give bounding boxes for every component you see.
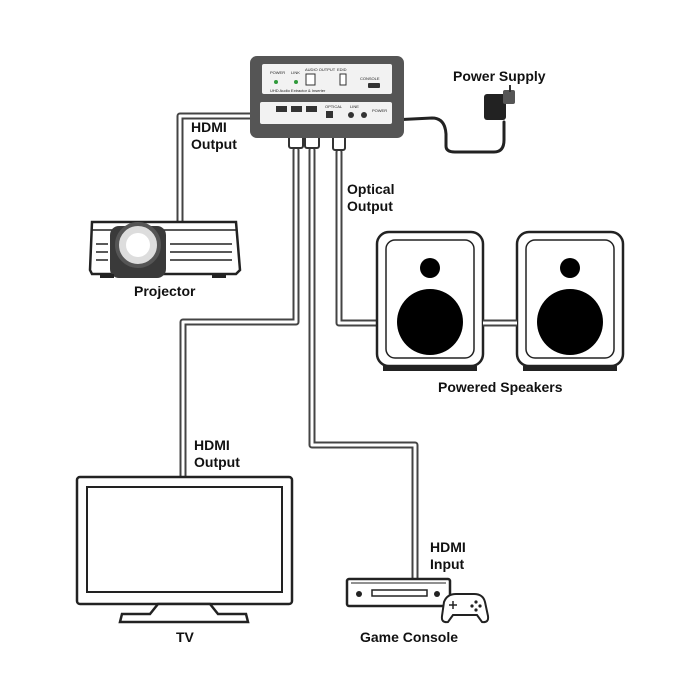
rear-label-optical: OPTICAL	[325, 104, 343, 109]
front-label-power: POWER	[270, 70, 285, 75]
label-power-supply: Power Supply	[453, 68, 546, 84]
woofer-icon	[397, 289, 463, 355]
hdmi-port-1	[276, 106, 287, 112]
console-power-button-icon	[356, 591, 362, 597]
tv-stand	[118, 602, 250, 624]
console-disc-slot	[371, 589, 428, 597]
label-hdmi-input-line2: Input	[430, 556, 465, 572]
cable-tv-hdmi	[179, 146, 300, 481]
cable-projector-hdmi	[176, 112, 266, 226]
rear-label-line: LINE	[350, 104, 359, 109]
label-hdmi-output-tv-line2: Output	[194, 454, 240, 470]
label-hdmi-output-projector-line2: Output	[191, 136, 237, 152]
label-hdmi-output-projector-line1: HDMI	[191, 119, 227, 135]
tv	[75, 475, 294, 624]
front-label-console: CONSOLE	[360, 76, 380, 81]
label-hdmi-input-line1: HDMI	[430, 539, 466, 555]
power-led-icon	[274, 80, 278, 84]
audio-output-switch	[305, 73, 316, 86]
tweeter-icon	[420, 258, 440, 278]
projector	[88, 220, 242, 278]
label-powered-speakers: Powered Speakers	[438, 379, 563, 395]
label-tv: TV	[176, 629, 195, 645]
cable-power	[390, 116, 506, 154]
optical-port	[326, 111, 333, 118]
label-projector: Projector	[134, 283, 196, 299]
gamepad-icon	[440, 593, 490, 624]
link-led-icon	[294, 80, 298, 84]
label-optical-output-line1: Optical	[347, 181, 394, 197]
audio-extractor-device: POWER LINK AUDIO OUTPUT EDID CONSOLE UHD…	[250, 56, 404, 138]
device-front-panel	[262, 64, 392, 94]
front-label-edid: EDID	[337, 67, 347, 72]
label-game-console: Game Console	[360, 629, 458, 645]
tv-screen	[86, 486, 283, 593]
power-supply-prongs	[503, 90, 515, 104]
front-label-link: LINK	[291, 70, 300, 75]
edid-switch	[339, 73, 347, 86]
rear-label-power: POWER	[372, 108, 387, 113]
line-jack-left	[348, 112, 354, 118]
power-supply-adapter	[484, 85, 515, 120]
game-console	[345, 577, 490, 624]
front-label-audio-output: AUDIO OUTPUT	[305, 67, 336, 72]
cables	[176, 112, 552, 582]
speaker-left	[375, 230, 485, 371]
hdmi-port-2	[291, 106, 302, 112]
label-optical-output-line2: Output	[347, 198, 393, 214]
device-caption: UHD Audio Extractor & Inserter	[270, 88, 326, 93]
tweeter-icon	[560, 258, 580, 278]
label-hdmi-output-tv-line1: HDMI	[194, 437, 230, 453]
cable-console-hdmi	[308, 146, 419, 582]
console-port	[368, 83, 380, 88]
line-jack-right	[361, 112, 367, 118]
power-supply-body	[484, 94, 506, 120]
speaker-right	[515, 230, 625, 371]
hdmi-port-3	[306, 106, 317, 112]
woofer-icon	[537, 289, 603, 355]
